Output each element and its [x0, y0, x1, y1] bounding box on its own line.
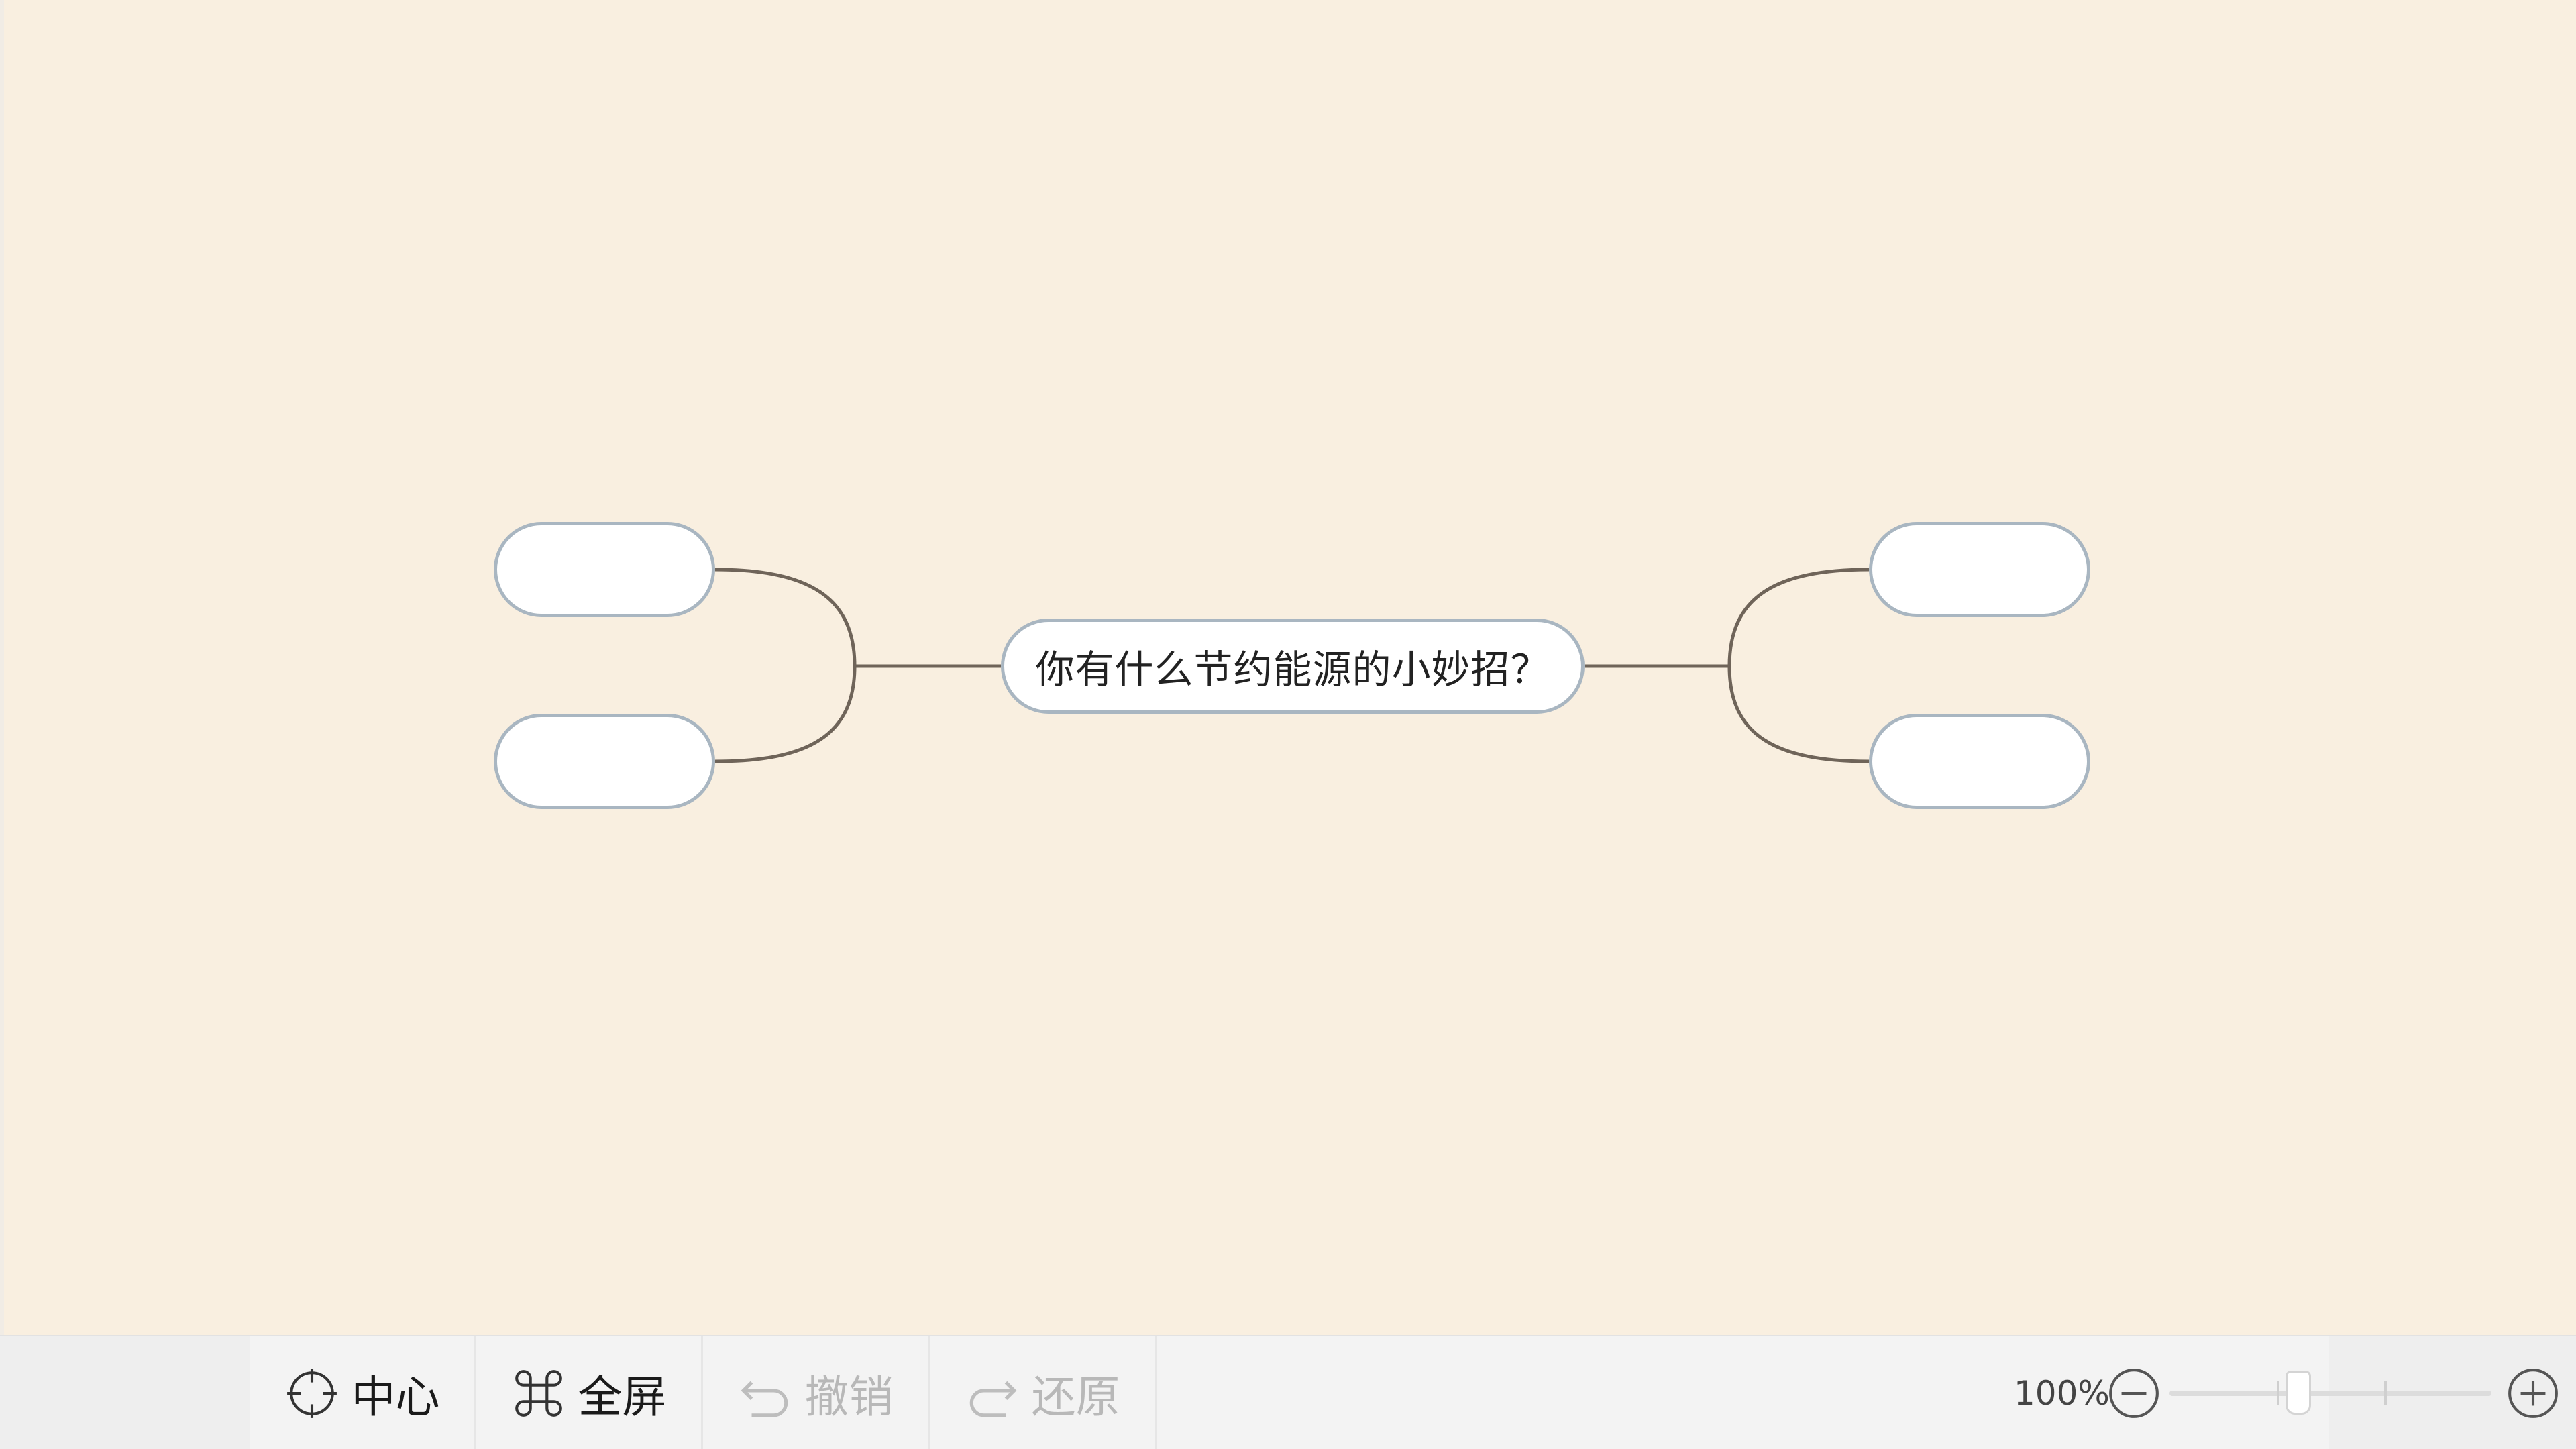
toolbar-panel: 中心 全屏 撤销 还原 100%	[250, 1336, 2558, 1449]
zoom-tick	[2384, 1381, 2387, 1405]
zoom-slider-track[interactable]	[2169, 1371, 2491, 1415]
redo-button[interactable]: 还原	[930, 1336, 1157, 1449]
zoom-tick	[2277, 1381, 2279, 1405]
connector-right-lower	[1727, 665, 1870, 763]
mindmap-canvas[interactable]: 你有什么节约能源的小妙招？	[0, 0, 2576, 1335]
fullscreen-button[interactable]: 全屏	[476, 1336, 703, 1449]
undo-button-label: 撤销	[804, 1371, 894, 1423]
subtopic-node-left-bottom[interactable]	[494, 714, 715, 809]
zoom-slider-handle[interactable]	[2286, 1371, 2311, 1415]
subtopic-node-left-top[interactable]	[494, 522, 715, 617]
connector-left-upper	[714, 568, 857, 667]
crosshair-icon	[286, 1368, 337, 1418]
subtopic-node-right-top[interactable]	[1869, 522, 2090, 617]
command-icon	[515, 1370, 562, 1417]
undo-button[interactable]: 撤销	[703, 1336, 930, 1449]
undo-arrow-icon	[741, 1381, 788, 1417]
bottom-toolbar: 中心 全屏 撤销 还原 100%	[0, 1335, 2576, 1449]
subtopic-node-right-bottom[interactable]	[1869, 714, 2090, 809]
connector-lines	[714, 568, 1870, 763]
connector-right-upper	[1727, 568, 1870, 667]
center-button-label: 中心	[351, 1371, 440, 1423]
center-button[interactable]: 中心	[250, 1336, 476, 1449]
central-topic-node[interactable]: 你有什么节约能源的小妙招？	[1001, 619, 1585, 714]
zoom-control: 100%	[2014, 1336, 2571, 1449]
redo-button-label: 还原	[1031, 1371, 1120, 1423]
minus-circle-icon[interactable]	[2106, 1366, 2161, 1421]
redo-arrow-icon	[969, 1381, 1016, 1417]
fullscreen-button-label: 全屏	[578, 1371, 667, 1423]
connector-left-lower	[714, 665, 857, 763]
central-topic-text: 你有什么节约能源的小妙招？	[1035, 647, 1550, 692]
zoom-level-text: 100%	[2014, 1374, 2110, 1413]
plus-circle-icon[interactable]	[2506, 1366, 2561, 1421]
